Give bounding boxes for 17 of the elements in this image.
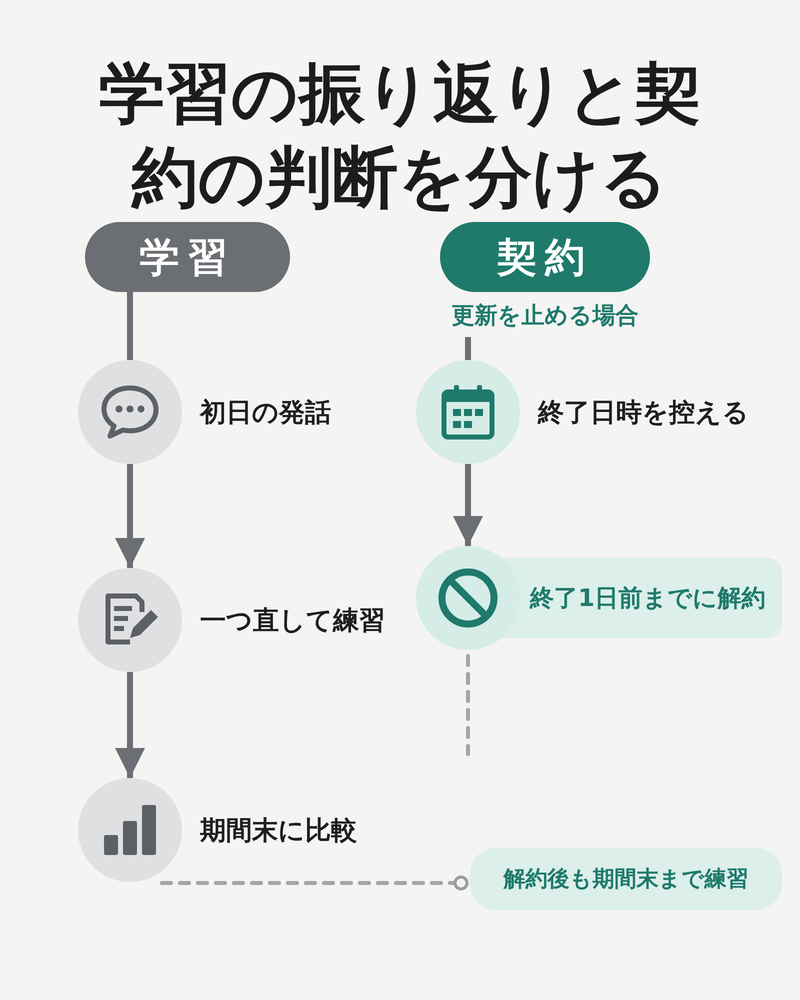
arrow [115,464,145,568]
title: 学習の振り返りと契約の判断を分ける [98,54,702,218]
header-pill: 契約 [440,222,650,292]
dashed-connector [466,654,470,756]
subtitle: 更新を止める場合 [450,302,640,331]
step-label: 終了1日前までに解約 [530,583,766,614]
step-label: 期間末に比較 [200,814,357,848]
connector-line [465,337,471,360]
connector-line [127,292,133,360]
header-pill: 学習 [85,222,290,292]
step-label: 終了日時を控える [538,396,749,430]
arrow [115,672,145,778]
dashed-connector [160,876,470,890]
step-label: 一つ直して練習 [200,604,385,638]
note-pill: 解約後も期間末まで練習 [470,848,782,910]
arrow [453,464,483,546]
step-label: 初日の発話 [200,396,331,430]
